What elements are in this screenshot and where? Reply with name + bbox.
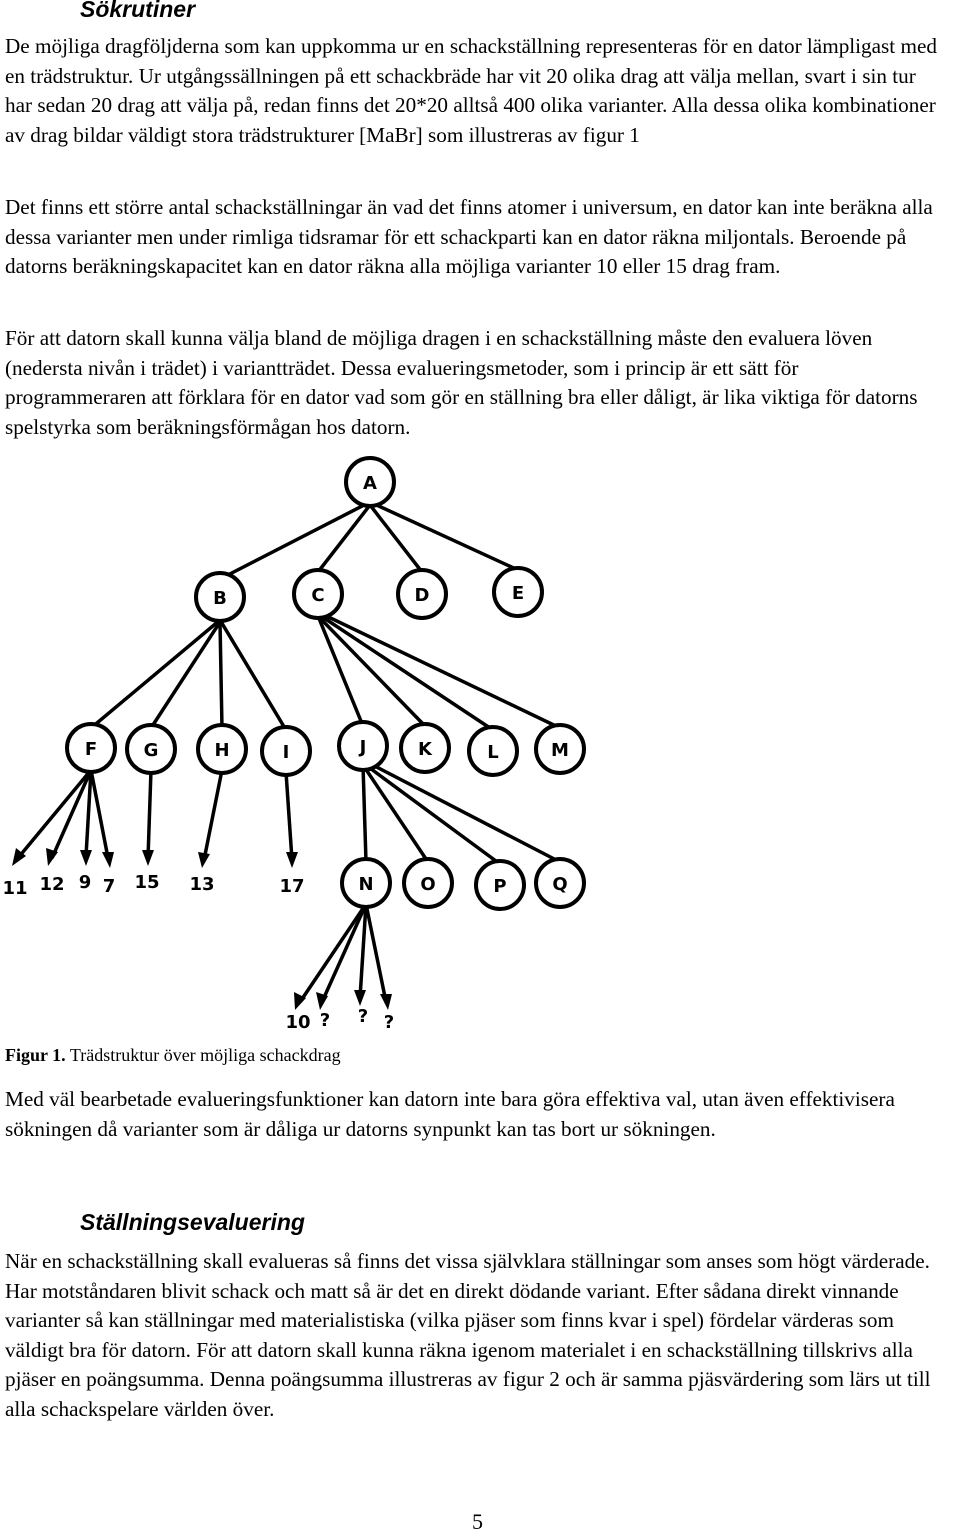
leaf-value: ? xyxy=(384,1012,394,1033)
figure-caption-text: Trädstruktur över möjliga schackdrag xyxy=(65,1045,341,1065)
figure-move-tree: A B C D E F G H I J K L M N O P Q 11 12 … xyxy=(2,456,586,1033)
tree-edge xyxy=(320,903,368,1003)
tree-edge xyxy=(316,503,372,574)
arrowhead xyxy=(316,992,328,1010)
tree-edge xyxy=(361,761,502,866)
paragraph-effective-search: Med väl bearbetade evalueringsfunktioner… xyxy=(5,1087,895,1141)
arrowhead xyxy=(354,990,366,1006)
svg-text:L: L xyxy=(487,742,498,763)
svg-text:G: G xyxy=(144,740,159,761)
tree-edge xyxy=(202,769,224,861)
arrowhead xyxy=(102,852,114,868)
svg-text:B: B xyxy=(213,588,227,609)
tree-node-n: N xyxy=(340,857,392,909)
svg-text:O: O xyxy=(420,874,435,895)
tree-edge xyxy=(361,764,430,863)
tree-edge xyxy=(362,758,561,864)
leaf-value: 17 xyxy=(279,876,304,897)
svg-text:J: J xyxy=(358,737,367,758)
svg-text:Q: Q xyxy=(552,874,567,895)
section-heading-sokrutiner: Sökrutiner xyxy=(80,0,196,22)
arrowhead xyxy=(294,992,306,1010)
figure-caption-label: Figur 1. xyxy=(5,1045,66,1065)
section-heading-stallningsevaluering: Ställningsevaluering xyxy=(80,1209,305,1235)
svg-text:E: E xyxy=(512,583,524,604)
leaf-value: ? xyxy=(320,1010,330,1031)
tree-node-b: B xyxy=(194,571,246,623)
tree-node-i: I xyxy=(260,725,312,777)
svg-text:A: A xyxy=(363,473,377,494)
paragraph-evaluation: För att datorn skall kunna välja bland d… xyxy=(5,326,918,439)
tree-node-h: H xyxy=(196,723,248,775)
paragraph-positions-count: Det finns ett större antal schackställni… xyxy=(5,195,933,279)
arrowhead xyxy=(286,852,298,868)
figure-caption: Figur 1. Trädstruktur över möjliga schac… xyxy=(5,1045,341,1066)
tree-edge xyxy=(317,612,494,732)
leaf-value: 9 xyxy=(79,872,92,893)
arrowhead xyxy=(198,852,210,868)
arrowhead xyxy=(380,994,392,1010)
svg-text:F: F xyxy=(85,739,97,760)
tree-edge xyxy=(358,903,368,999)
tree-edge xyxy=(89,769,110,859)
leaf-value: 13 xyxy=(189,874,214,895)
paragraph-position-evaluation: När en schackställning skall evalueras s… xyxy=(5,1249,931,1421)
leaf-value: 12 xyxy=(39,874,64,895)
tree-edge xyxy=(284,771,294,861)
tree-edge xyxy=(368,503,424,574)
tree-edge xyxy=(50,769,93,859)
leaf-value: 7 xyxy=(103,876,116,897)
arrowhead xyxy=(12,848,26,866)
svg-text:H: H xyxy=(214,740,229,761)
svg-text:I: I xyxy=(283,742,290,763)
tree-edge xyxy=(316,614,427,728)
tree-node-m: M xyxy=(534,723,586,775)
tree-edge xyxy=(364,903,388,1003)
tree-edge xyxy=(316,615,365,727)
tree-node-f: F xyxy=(65,722,117,774)
tree-edge xyxy=(149,621,222,729)
tree-node-q: Q xyxy=(534,857,586,909)
arrowhead xyxy=(142,850,154,866)
paragraph-tree-structure: De möjliga dragföljderna som kan uppkomm… xyxy=(5,34,937,147)
tree-edge xyxy=(218,619,288,731)
tree-node-l: L xyxy=(467,725,519,777)
tree-edge xyxy=(89,618,222,730)
svg-text:C: C xyxy=(311,585,324,606)
svg-text:M: M xyxy=(551,740,569,761)
tree-node-p: P xyxy=(474,859,526,911)
svg-text:D: D xyxy=(415,585,430,606)
tree-edge xyxy=(361,764,368,863)
leaf-value: 10 xyxy=(285,1012,310,1033)
tree-edge xyxy=(218,621,224,729)
tree-edge xyxy=(16,768,93,860)
tree-edge xyxy=(317,610,561,730)
leaf-value: 11 xyxy=(2,878,27,899)
leaf-value: ? xyxy=(358,1006,368,1027)
tree-node-e: E xyxy=(492,566,544,618)
tree-node-j: J xyxy=(337,720,389,772)
tree-edge xyxy=(369,500,519,572)
arrowhead xyxy=(46,848,58,866)
tree-edge xyxy=(298,903,368,1003)
tree-node-g: G xyxy=(125,723,177,775)
svg-text:K: K xyxy=(418,739,433,760)
tree-edge xyxy=(221,500,371,580)
tree-node-a: A xyxy=(344,456,396,508)
leaf-value: 15 xyxy=(134,872,159,893)
tree-node-k: K xyxy=(399,722,451,774)
tree-edge xyxy=(84,769,93,857)
page-number: 5 xyxy=(472,1509,483,1534)
tree-node-d: D xyxy=(396,568,448,620)
tree-node-c: C xyxy=(292,568,344,620)
tree-node-o: O xyxy=(402,857,454,909)
arrowhead xyxy=(80,850,92,866)
svg-text:N: N xyxy=(358,874,373,895)
tree-edge xyxy=(146,769,153,859)
svg-text:P: P xyxy=(493,876,506,897)
